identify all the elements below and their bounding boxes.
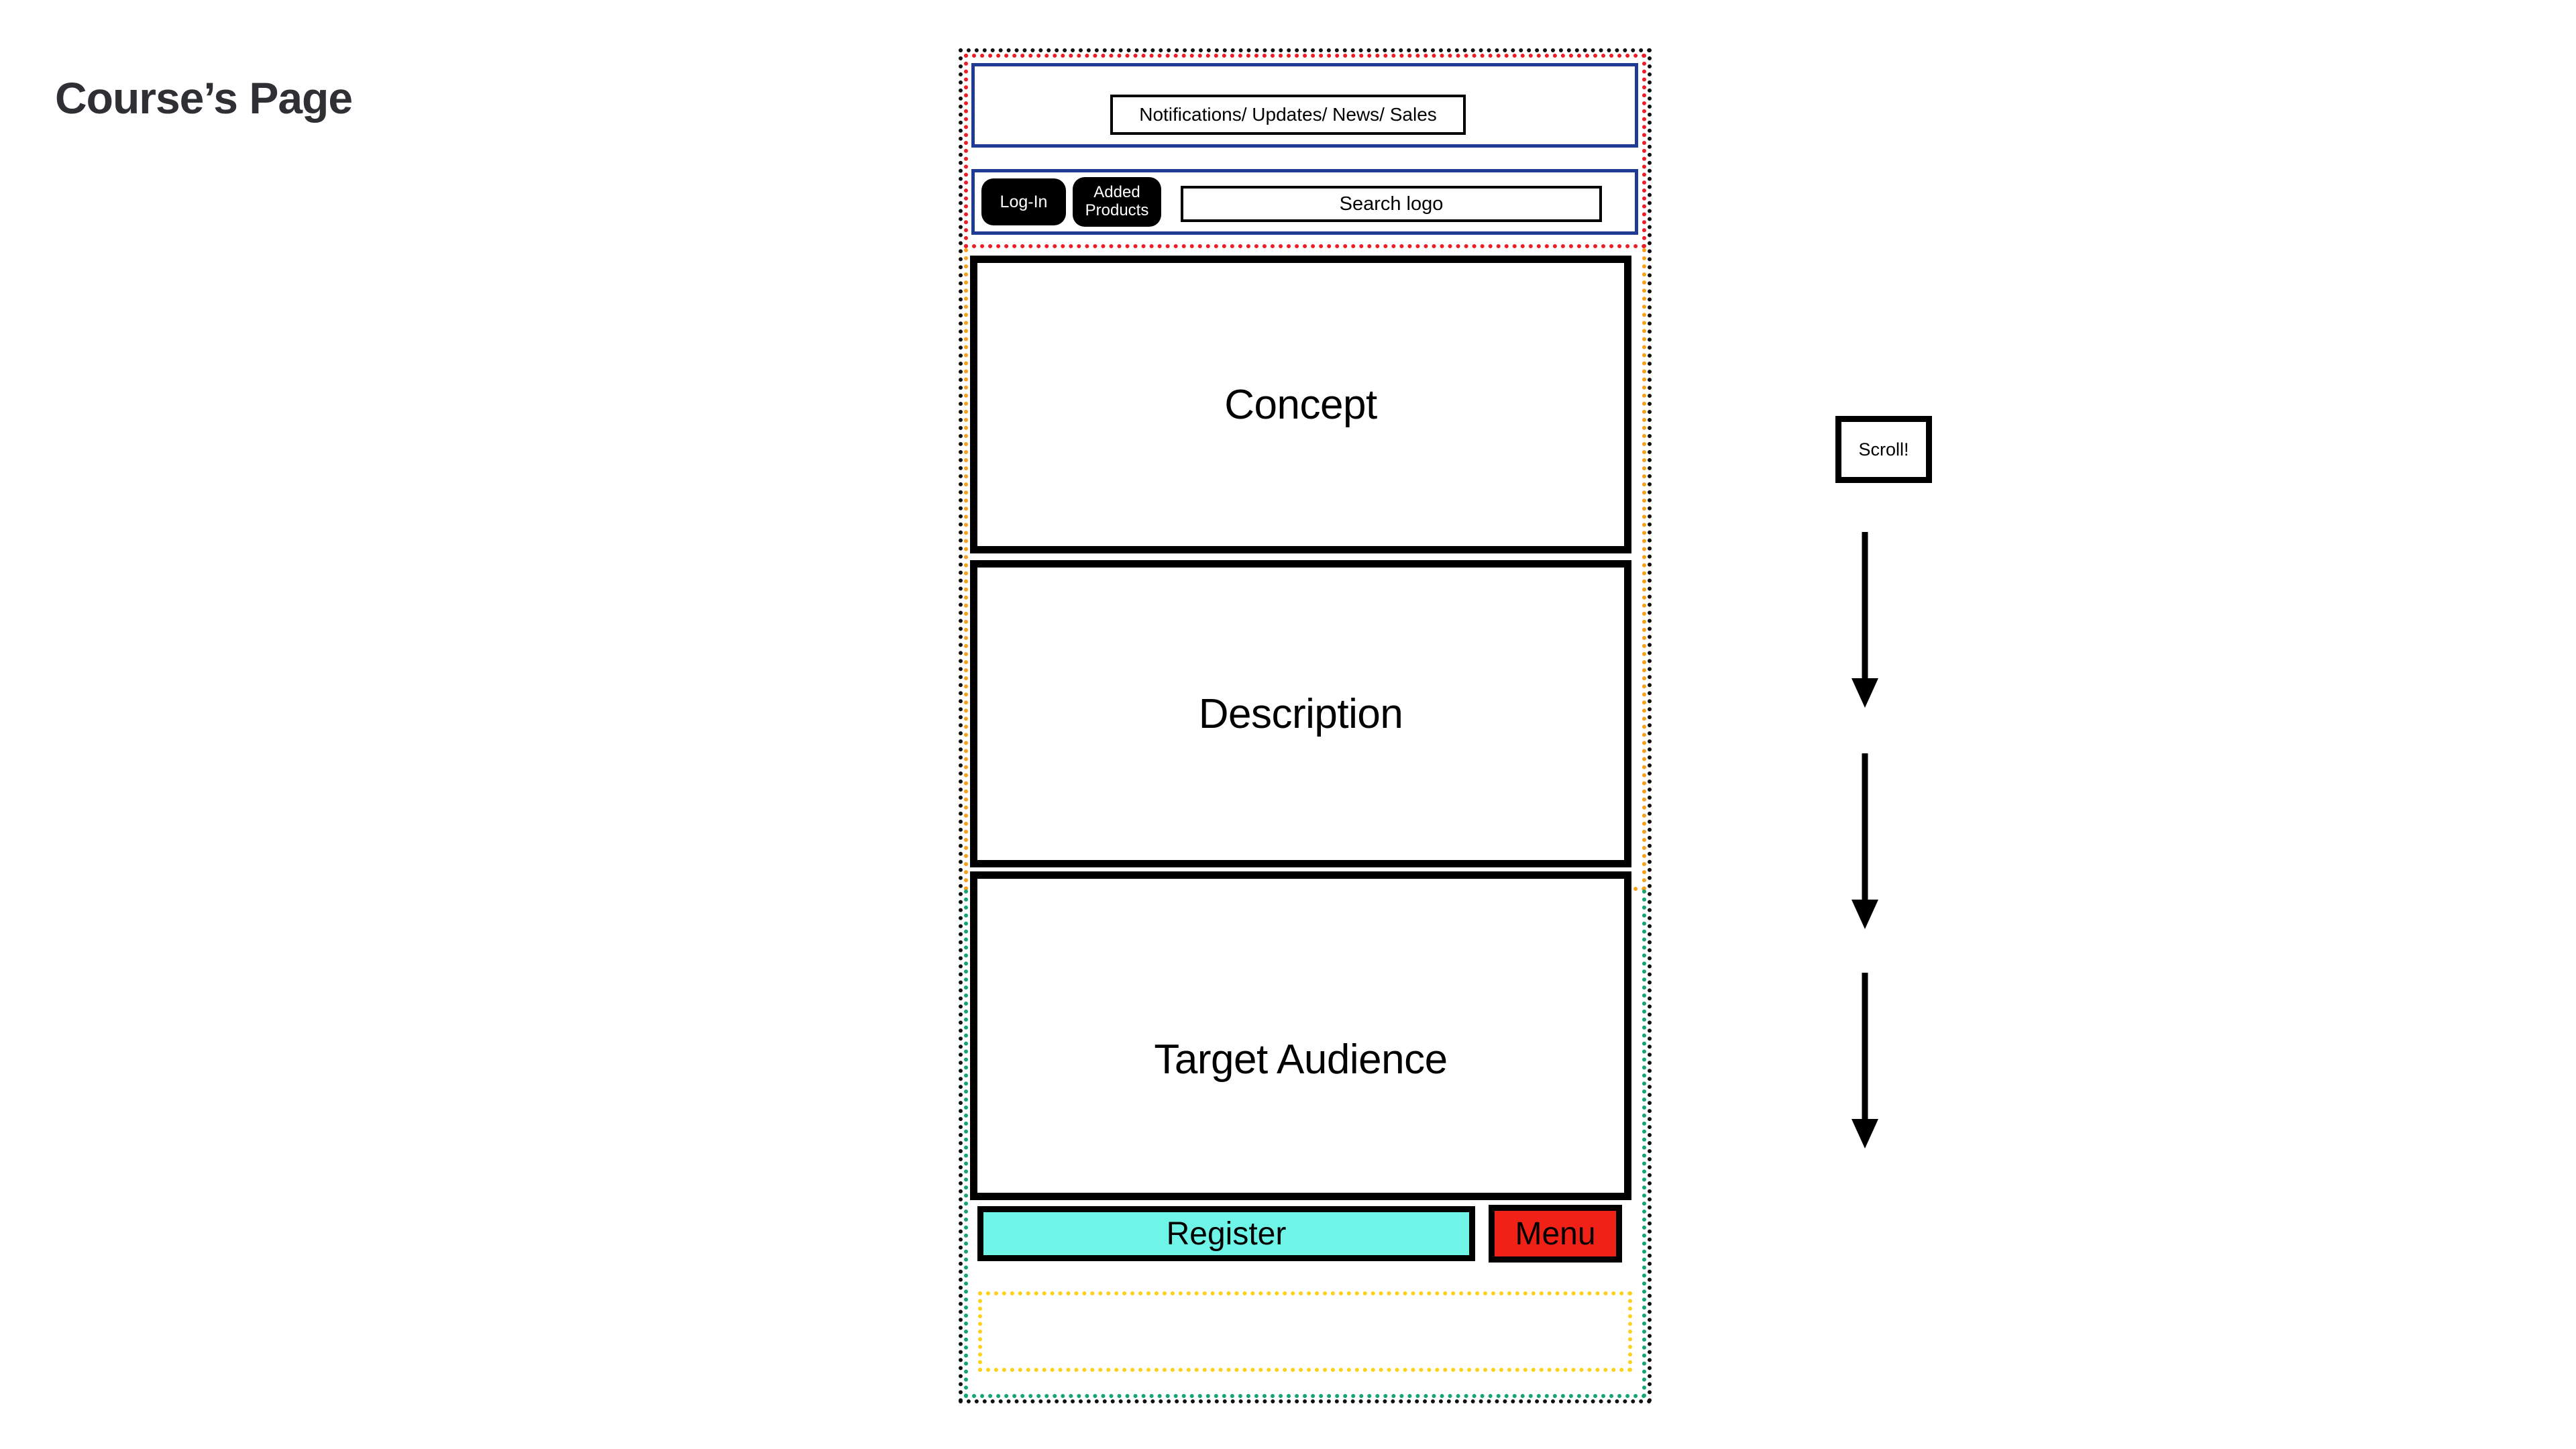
notification-bar[interactable]: Notifications/ Updates/ News/ Sales [1110, 95, 1466, 135]
description-section[interactable]: Description [970, 560, 1631, 867]
scroll-down-arrow-icon [1851, 753, 1878, 929]
added-products-button-label: Added Products [1085, 183, 1149, 220]
description-section-label: Description [1198, 690, 1403, 737]
login-button[interactable]: Log-In [981, 178, 1066, 225]
scroll-hint-label: Scroll! [1858, 439, 1909, 460]
added-products-button[interactable]: Added Products [1073, 177, 1161, 227]
menu-button-label: Menu [1515, 1216, 1596, 1252]
notification-bar-label: Notifications/ Updates/ News/ Sales [1139, 104, 1437, 125]
target-audience-section[interactable]: Target Audience [970, 871, 1631, 1200]
concept-section[interactable]: Concept [970, 256, 1631, 553]
menu-button[interactable]: Menu [1489, 1205, 1622, 1263]
search-input-label: Search logo [1339, 193, 1444, 215]
header-zone-outline [964, 54, 1646, 248]
scroll-down-arrow-icon [1851, 532, 1878, 708]
target-audience-section-label: Target Audience [1154, 1036, 1448, 1083]
page-title: Course’s Page [55, 73, 353, 123]
scroll-hint-box: Scroll! [1835, 416, 1932, 483]
added-products-line-1: Added [1093, 183, 1140, 202]
search-input[interactable]: Search logo [1181, 186, 1602, 222]
footer-region-outline[interactable] [978, 1291, 1632, 1372]
lower-zone-outline [964, 890, 1646, 1398]
concept-section-label: Concept [1224, 381, 1377, 428]
scroll-down-arrow-icon [1851, 973, 1878, 1148]
added-products-line-2: Products [1085, 201, 1149, 219]
register-button-label: Register [1166, 1216, 1287, 1252]
register-button[interactable]: Register [977, 1206, 1475, 1261]
login-button-label: Log-In [1000, 193, 1048, 211]
